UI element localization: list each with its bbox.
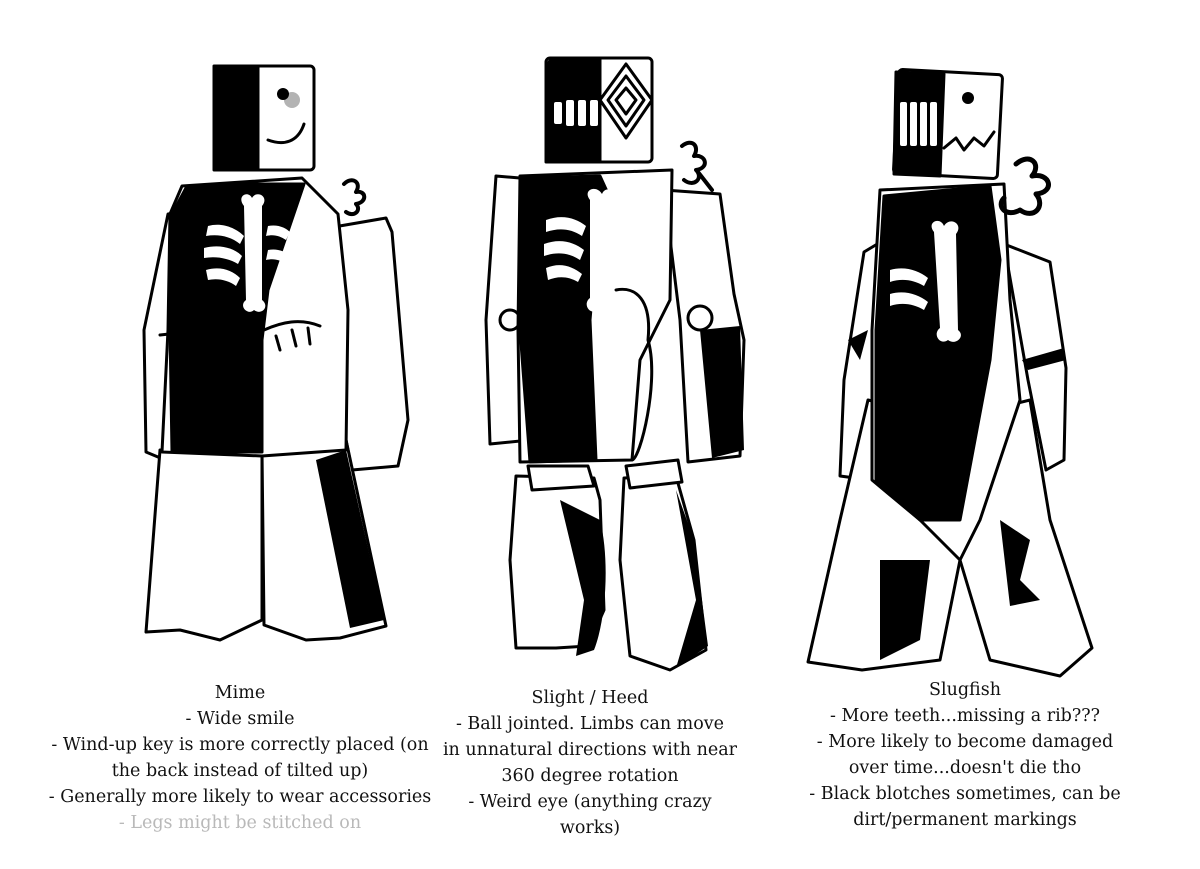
slight-right-knee [624, 458, 684, 490]
slight-note: works) [559, 818, 621, 838]
mime-head-black [212, 64, 260, 172]
slugfish-note: - Black blotches sometimes, can be [809, 784, 1121, 804]
mime-note: - Wind-up key is more correctly placed (… [51, 735, 429, 755]
mime-ribs [204, 194, 290, 312]
slight-teeth [554, 100, 598, 126]
mime-leg-blotch [316, 450, 384, 628]
mime-caption: Mime - Wide smile - Wind-up key is more … [40, 680, 440, 836]
slugfish-name: Slugfish [929, 680, 1001, 700]
slugfish-ribs [890, 220, 961, 342]
slight-windup-key [680, 140, 707, 185]
slugfish-note: dirt/permanent markings [853, 810, 1077, 830]
slugfish-windup-key [998, 156, 1051, 216]
slugfish-note: - More likely to become damaged [816, 732, 1114, 752]
slugfish-head-black [892, 70, 946, 178]
slight-caption: Slight / Heed - Ball jointed. Limbs can … [430, 685, 750, 841]
slugfish-figure [806, 68, 1094, 678]
slight-note: - Ball jointed. Limbs can move [455, 714, 725, 734]
mime-note: - Generally more likely to wear accessor… [48, 787, 432, 807]
mime-smile [266, 122, 306, 145]
slugfish-caption: Slugfish - More teeth...missing a rib???… [770, 677, 1160, 833]
mime-figure [142, 64, 410, 642]
slugfish-note: over time...doesn't die tho [848, 758, 1082, 778]
mime-name: Mime [214, 683, 266, 703]
slight-note: in unnatural directions with near [442, 740, 738, 760]
slugfish-zigzag-mouth [942, 130, 996, 152]
slight-left-knee [526, 464, 596, 492]
slugfish-note: - More teeth...missing a rib??? [829, 706, 1101, 726]
slight-note: 360 degree rotation [501, 766, 679, 786]
mime-note: the back instead of tilted up) [111, 761, 369, 781]
mime-note: - Wide smile [185, 709, 295, 729]
slugfish-eye [962, 92, 974, 104]
mime-eye [277, 88, 289, 100]
mime-stitches [262, 320, 322, 352]
slugfish-teeth [900, 102, 937, 146]
mime-windup-key [342, 178, 367, 217]
slight-torso-black [518, 174, 612, 464]
mime-left-leg [144, 448, 264, 642]
slight-elbow-joint [686, 304, 714, 332]
slight-spiral-eye [598, 62, 654, 140]
mime-faded-note: - Legs might be stitched on [118, 813, 362, 833]
slight-name: Slight / Heed [531, 688, 649, 708]
slight-note: - Weird eye (anything crazy [468, 792, 712, 812]
slight-figure [484, 56, 746, 672]
slight-ribs [544, 188, 615, 312]
